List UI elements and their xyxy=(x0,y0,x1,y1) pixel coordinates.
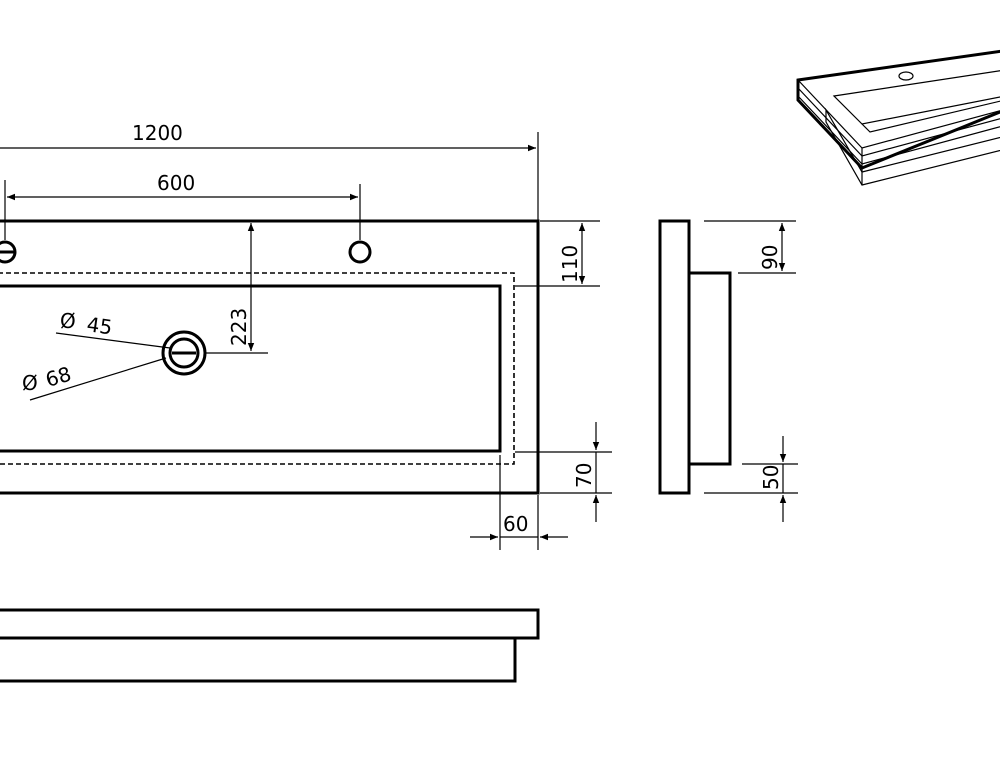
dim-front-edge: 110 xyxy=(515,220,600,287)
drain-hole xyxy=(161,330,207,376)
dim-side-bottom-thickness: 50 xyxy=(704,436,798,522)
dim-label-dia45-symbol: Ø xyxy=(60,309,76,333)
tap-hole-right xyxy=(348,240,372,264)
iso-tap-hole xyxy=(898,71,914,81)
isometric-view xyxy=(796,49,1000,186)
dim-side-top-thickness: 90 xyxy=(704,220,796,274)
dim-label-600: 600 xyxy=(157,171,195,195)
dim-overall-length: 1200 xyxy=(0,121,539,221)
bowl-dashed-edge xyxy=(0,272,515,465)
dim-label-90: 90 xyxy=(758,245,782,270)
dim-drain-inner-diameter: Ø 45 xyxy=(55,309,171,349)
dim-label-dia45: 45 xyxy=(85,312,114,339)
dim-side-edge: 60 xyxy=(470,455,568,550)
dim-drain-offset: 223 xyxy=(206,223,268,354)
dim-label-70: 70 xyxy=(572,463,596,488)
dim-label-60: 60 xyxy=(503,512,528,536)
front-view xyxy=(0,608,540,683)
dim-back-edge: 70 xyxy=(515,422,612,522)
basin-outline xyxy=(0,219,540,495)
dim-label-223: 223 xyxy=(227,308,251,346)
dim-drain-outer-diameter: Ø 68 xyxy=(22,357,167,401)
top-view xyxy=(0,219,540,495)
dim-tap-spacing: 600 xyxy=(4,171,361,240)
dim-label-110: 110 xyxy=(558,245,582,283)
side-view xyxy=(658,219,732,495)
dim-label-1200: 1200 xyxy=(132,121,183,145)
bowl-outline xyxy=(0,284,502,453)
dim-label-50: 50 xyxy=(759,465,783,490)
dim-label-dia68-symbol: Ø xyxy=(22,371,38,395)
